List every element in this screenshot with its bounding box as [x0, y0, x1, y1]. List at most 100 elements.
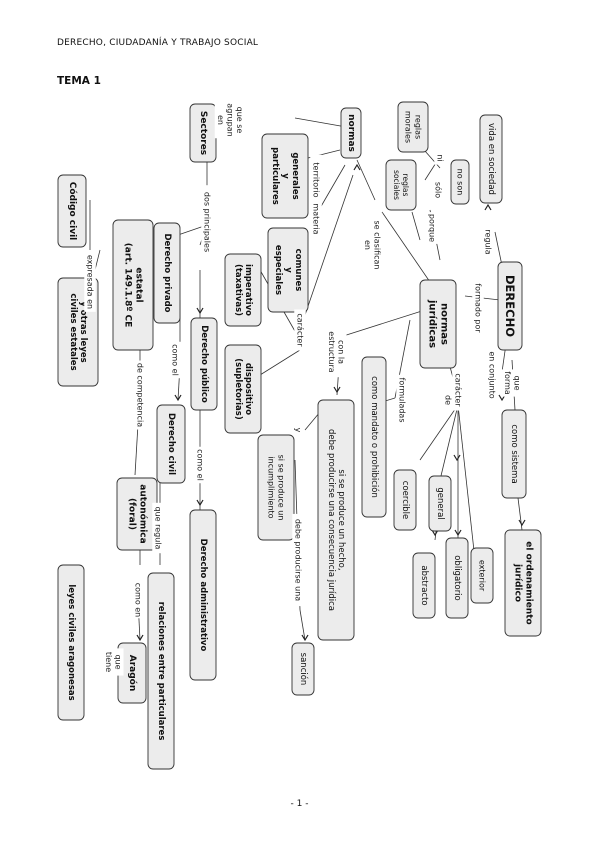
como-sistema-node-label: como sistema	[509, 424, 519, 483]
derecho-publico-node: Derecho público	[190, 317, 218, 411]
link-label-bg	[169, 341, 181, 379]
obligatorio-node-box	[445, 537, 469, 619]
link-label-bg	[482, 226, 494, 258]
link-label-bg	[472, 280, 484, 336]
link-label-bg	[214, 101, 246, 139]
link-label: debe producirse una	[294, 519, 303, 601]
comunes-especiales-node-box	[267, 227, 309, 313]
derecho-administrativo-node: Derecho administrativo	[189, 509, 217, 681]
link-label: como el	[196, 449, 205, 481]
link-label-bg	[132, 581, 144, 619]
link-label: formuladas	[398, 378, 407, 423]
sancion-node-box	[291, 642, 315, 696]
link-label-bg	[501, 369, 523, 397]
connector-arrows	[136, 163, 526, 642]
dispositivo-node-label: dispositivo	[243, 363, 253, 415]
mandato-node-label: como mandato o prohibición	[369, 376, 380, 498]
obligatorio-node: obligatorio	[445, 537, 469, 619]
link-label: formado por	[474, 283, 483, 333]
derecho-administrativo-node-label: Derecho administrativo	[198, 539, 208, 652]
page-number: - 1 -	[290, 799, 309, 809]
generales-particulares-node-label: particulares	[270, 147, 280, 205]
ordenamiento-juridico-node-label: jurídico	[513, 563, 523, 602]
ordenamiento-juridico-node-label: el ordenamiento	[523, 541, 533, 624]
arrow-head	[301, 634, 309, 642]
generales-particulares-node-label: y	[280, 173, 290, 179]
dispositivo-node-box	[224, 344, 262, 434]
normas-juridicas-node-label: normas	[439, 303, 450, 345]
link-label-bg	[292, 513, 304, 607]
estatal-node-label: estatal	[133, 267, 143, 302]
exterior-node: exterior	[470, 547, 494, 604]
normas-juridicas-node-box	[419, 279, 457, 369]
link-label-bg	[325, 326, 347, 378]
leyes-civiles-aragonesas-node: leyes civiles aragonesas	[57, 564, 85, 721]
connector-line	[381, 211, 431, 283]
link-label: carácter	[454, 373, 463, 407]
link-label-bg	[84, 252, 96, 312]
normas-node: normas	[340, 107, 362, 159]
sectores-node-label: Sectores	[198, 111, 208, 155]
link-label-bg	[426, 212, 438, 244]
connector-line	[411, 211, 421, 241]
exterior-node-label: exterior	[478, 560, 487, 592]
arrow-head	[484, 203, 492, 211]
link-label-bg	[361, 212, 383, 278]
link-label: expresada en	[86, 255, 95, 309]
aragon-node: Aragón	[117, 642, 147, 704]
link-label: como en	[134, 583, 143, 618]
comunes-especiales-node-label: especiales	[273, 245, 283, 295]
no-son-node-box	[450, 159, 470, 205]
leyes-civiles-aragonesas-node-box	[57, 564, 85, 721]
comunes-especiales-node-label: y	[283, 267, 293, 273]
relaciones-entre-particulares-node-box	[147, 572, 175, 770]
link-label: de competencia	[136, 363, 145, 427]
dispositivo-node-label: (supletorias)	[233, 358, 243, 420]
link-label: con la	[336, 340, 345, 364]
reglas-morales-node-box	[397, 101, 429, 153]
derecho-civil-node-box	[156, 404, 186, 484]
derecho-privado-node-box	[153, 222, 181, 324]
no-son-node: no son	[450, 159, 470, 205]
sancion-node-label: sanción	[298, 653, 309, 686]
generales-particulares-node-label: generales	[290, 152, 300, 199]
link-label-bg	[310, 200, 322, 238]
derecho-civil-node-label: Derecho civil	[166, 413, 176, 475]
abstracto-node-label: abstracto	[419, 565, 429, 605]
ordenamiento-juridico-node-box	[504, 529, 542, 637]
link-label: regula	[484, 229, 493, 254]
coercible-node-label: coercible	[400, 481, 410, 519]
arrow-head	[196, 307, 204, 315]
general-node-box	[428, 475, 452, 532]
otras-leyes-node-label: civiles estatales	[68, 293, 78, 370]
mandato-node-box	[361, 356, 387, 518]
derecho-node-box	[497, 261, 523, 351]
hecho-consecuencia-node-label: si se produce un hecho,	[336, 469, 346, 570]
estatal-node: estatal(art. 149.1.8º CE	[112, 219, 154, 351]
arrow-head	[333, 386, 341, 394]
imperativo-node-label: imperativo	[243, 264, 253, 316]
normas-node-box	[340, 107, 362, 159]
link-label: en	[363, 240, 372, 250]
codigo-civil-node: Código civil	[57, 174, 87, 248]
mandato-node: como mandato o prohibición	[361, 356, 387, 518]
abstracto-node: abstracto	[412, 552, 436, 619]
coercible-node-box	[393, 469, 417, 531]
como-sistema-node: como sistema	[501, 409, 527, 499]
link-label: de	[444, 395, 453, 405]
arrow-head	[174, 394, 182, 402]
general-node-label: general	[435, 487, 445, 519]
link-label: como el	[171, 344, 180, 376]
connector-line	[356, 159, 376, 201]
comunes-especiales-node-label: comunes	[293, 249, 303, 292]
derecho-node: DERECHO	[497, 261, 523, 351]
link-label: en conjunto	[488, 351, 497, 398]
